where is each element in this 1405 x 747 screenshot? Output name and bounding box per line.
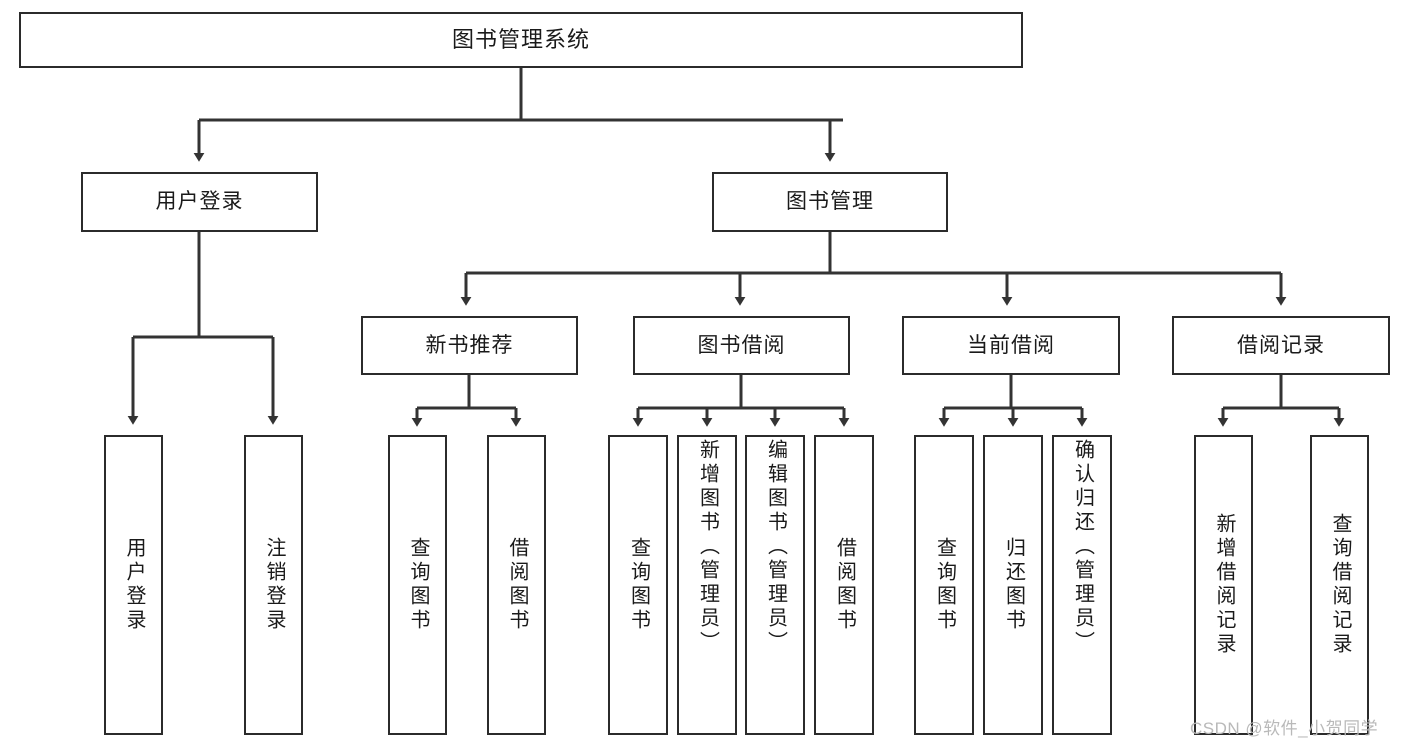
node-new-book-recommend-label: 新书推荐: [425, 333, 514, 357]
node-borrow-record[interactable]: 借阅记录: [1172, 316, 1390, 375]
node-leaf-add-borrow-record[interactable]: 新增借阅记录: [1194, 435, 1253, 735]
node-leaf-logout-login-label: 注销登录: [263, 537, 285, 633]
node-leaf-edit-book-admin-label: 编辑图书（管理员）: [764, 439, 787, 655]
node-leaf-return-book-label: 归还图书: [1002, 537, 1025, 633]
node-root-label: 图书管理系统: [451, 26, 590, 52]
node-book-borrow-label: 图书借阅: [697, 333, 786, 357]
node-leaf-edit-book-admin[interactable]: 编辑图书（管理员）: [745, 435, 805, 735]
node-root[interactable]: 图书管理系统: [19, 12, 1023, 68]
node-leaf-add-borrow-record-label: 新增借阅记录: [1213, 513, 1235, 657]
csdn-watermark: CSDN @软件_小贺同学: [1190, 719, 1379, 738]
node-leaf-borrow-book-recommend-label: 借阅图书: [506, 537, 528, 633]
node-user-login[interactable]: 用户登录: [81, 172, 318, 232]
node-leaf-query-book-recommend[interactable]: 查询图书: [388, 435, 447, 735]
node-leaf-query-book-current[interactable]: 查询图书: [914, 435, 974, 735]
node-leaf-confirm-return-admin-label: 确认归还（管理员）: [1071, 439, 1094, 655]
node-leaf-query-book-recommend-label: 查询图书: [407, 537, 429, 633]
node-leaf-logout-login[interactable]: 注销登录: [244, 435, 303, 735]
node-book-borrow[interactable]: 图书借阅: [633, 316, 850, 375]
node-leaf-user-login[interactable]: 用户登录: [104, 435, 163, 735]
node-leaf-confirm-return-admin[interactable]: 确认归还（管理员）: [1052, 435, 1112, 735]
node-borrow-record-label: 借阅记录: [1237, 333, 1325, 357]
node-leaf-query-book-current-label: 查询图书: [933, 537, 956, 633]
node-leaf-return-book[interactable]: 归还图书: [983, 435, 1043, 735]
node-leaf-add-book-admin-label: 新增图书（管理员）: [696, 439, 719, 655]
node-book-management-label: 图书管理: [786, 190, 874, 214]
node-leaf-query-borrow-record-label: 查询借阅记录: [1329, 513, 1351, 657]
node-leaf-user-login-label: 用户登录: [123, 537, 145, 633]
node-new-book-recommend[interactable]: 新书推荐: [361, 316, 578, 375]
node-leaf-query-borrow-record[interactable]: 查询借阅记录: [1310, 435, 1369, 735]
node-current-borrow-label: 当前借阅: [967, 333, 1055, 357]
node-current-borrow[interactable]: 当前借阅: [902, 316, 1120, 375]
node-leaf-add-book-admin[interactable]: 新增图书（管理员）: [677, 435, 737, 735]
node-leaf-borrow-book-recommend[interactable]: 借阅图书: [487, 435, 546, 735]
node-user-login-label: 用户登录: [155, 190, 244, 214]
node-book-management[interactable]: 图书管理: [712, 172, 948, 232]
node-leaf-query-book-borrow-label: 查询图书: [627, 537, 650, 633]
node-leaf-query-book-borrow[interactable]: 查询图书: [608, 435, 668, 735]
node-leaf-borrow-book[interactable]: 借阅图书: [814, 435, 874, 735]
node-leaf-borrow-book-label: 借阅图书: [833, 537, 856, 633]
